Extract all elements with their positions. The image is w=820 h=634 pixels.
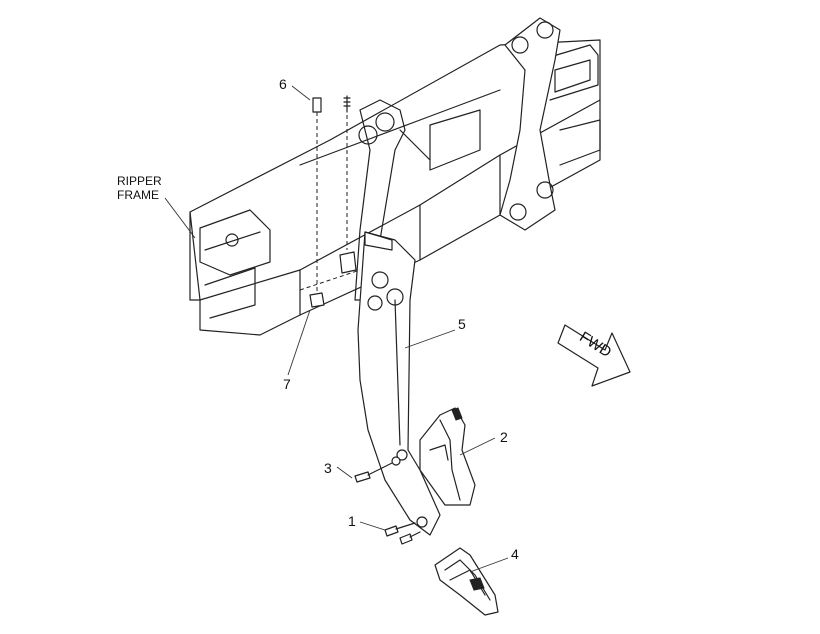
- forward-arrow-icon: [557, 324, 631, 387]
- shank-protector: [419, 407, 476, 506]
- callout-3: 3: [324, 460, 332, 476]
- ripper-shank: [357, 231, 441, 536]
- ripper-frame-label-line2: FRAME: [117, 188, 159, 202]
- callout-6: 6: [279, 76, 287, 92]
- callout-5: 5: [458, 316, 466, 332]
- callout-4: 4: [511, 546, 519, 562]
- leader-lines: [164, 85, 509, 573]
- callout-1: 1: [348, 513, 356, 529]
- callout-7: 7: [283, 376, 291, 392]
- ripper-tip: [434, 547, 499, 616]
- callout-2: 2: [500, 429, 508, 445]
- bolts: [354, 456, 421, 545]
- ripper-frame: [189, 39, 601, 336]
- linkage-arm: [354, 17, 561, 301]
- ripper-frame-label-line1: RIPPER: [117, 174, 162, 188]
- pin-assembly: [299, 95, 361, 308]
